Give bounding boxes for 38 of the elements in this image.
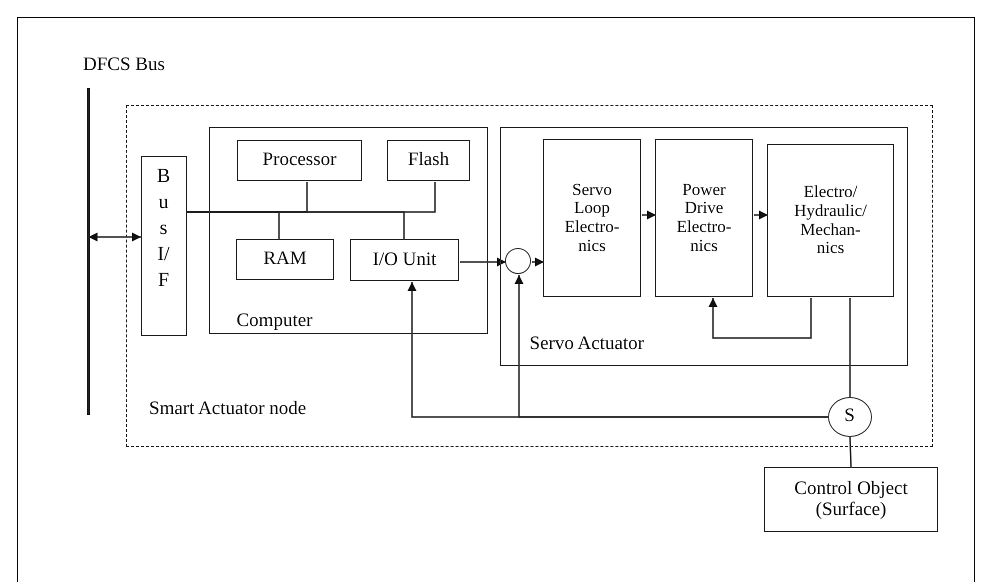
box-label: Electro/ Hydraulic/ Mechan- nics: [793, 183, 868, 258]
process-box: [237, 140, 362, 181]
process-box: [387, 140, 470, 181]
process-box: [764, 467, 938, 532]
process-box: [655, 139, 753, 297]
process-box: [350, 239, 459, 281]
circle-label: S: [844, 406, 855, 427]
box-label: Bus I/F: [156, 164, 170, 292]
arrow: [708, 298, 812, 339]
arrow: [460, 258, 506, 266]
arrow: [754, 210, 768, 220]
group-box: [500, 126, 908, 366]
summing-junction-circle: [505, 248, 531, 274]
group-label: Computer: [236, 310, 312, 332]
process-box: [236, 239, 334, 280]
box-label: I/O Unit: [372, 250, 436, 270]
connector-line: [187, 211, 405, 240]
box-label: Processor: [262, 150, 336, 171]
box-label: Flash: [408, 150, 450, 171]
box-label: Power Drive Electro- nics: [676, 180, 732, 256]
interface-box: [140, 156, 186, 336]
arrow: [642, 210, 656, 220]
dashed-boundary-box: [126, 105, 933, 447]
box-label: Servo Loop Electro- nics: [564, 180, 620, 256]
sensor-circle: [828, 396, 872, 436]
bus-label: DFCS Bus: [83, 54, 165, 76]
arrow: [88, 232, 141, 242]
group-box: [208, 126, 488, 334]
connector-line: [849, 298, 851, 397]
box-label: Control Object (Surface): [793, 478, 909, 520]
arrow: [514, 275, 828, 418]
group-label: Servo Actuator: [530, 332, 644, 354]
process-box: [767, 144, 894, 297]
box-label: RAM: [263, 249, 307, 270]
connector-line: [849, 436, 852, 468]
group-label: Smart Actuator node: [149, 398, 306, 420]
arrow: [532, 258, 544, 266]
process-box: [543, 139, 641, 297]
